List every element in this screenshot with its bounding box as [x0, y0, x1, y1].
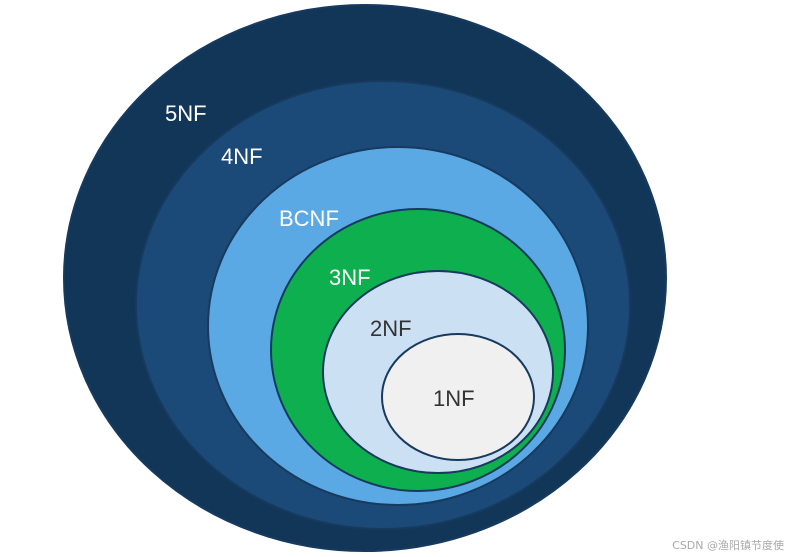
label-1nf: 1NF: [433, 386, 475, 411]
label-4nf: 4NF: [221, 144, 263, 169]
label-3nf: 3NF: [329, 265, 371, 290]
label-bcnf: BCNF: [279, 206, 339, 231]
label-5nf: 5NF: [165, 101, 207, 126]
label-2nf: 2NF: [370, 316, 412, 341]
watermark: CSDN @渔阳镇节度使: [672, 539, 784, 552]
ellipse-1nf: [381, 333, 535, 461]
